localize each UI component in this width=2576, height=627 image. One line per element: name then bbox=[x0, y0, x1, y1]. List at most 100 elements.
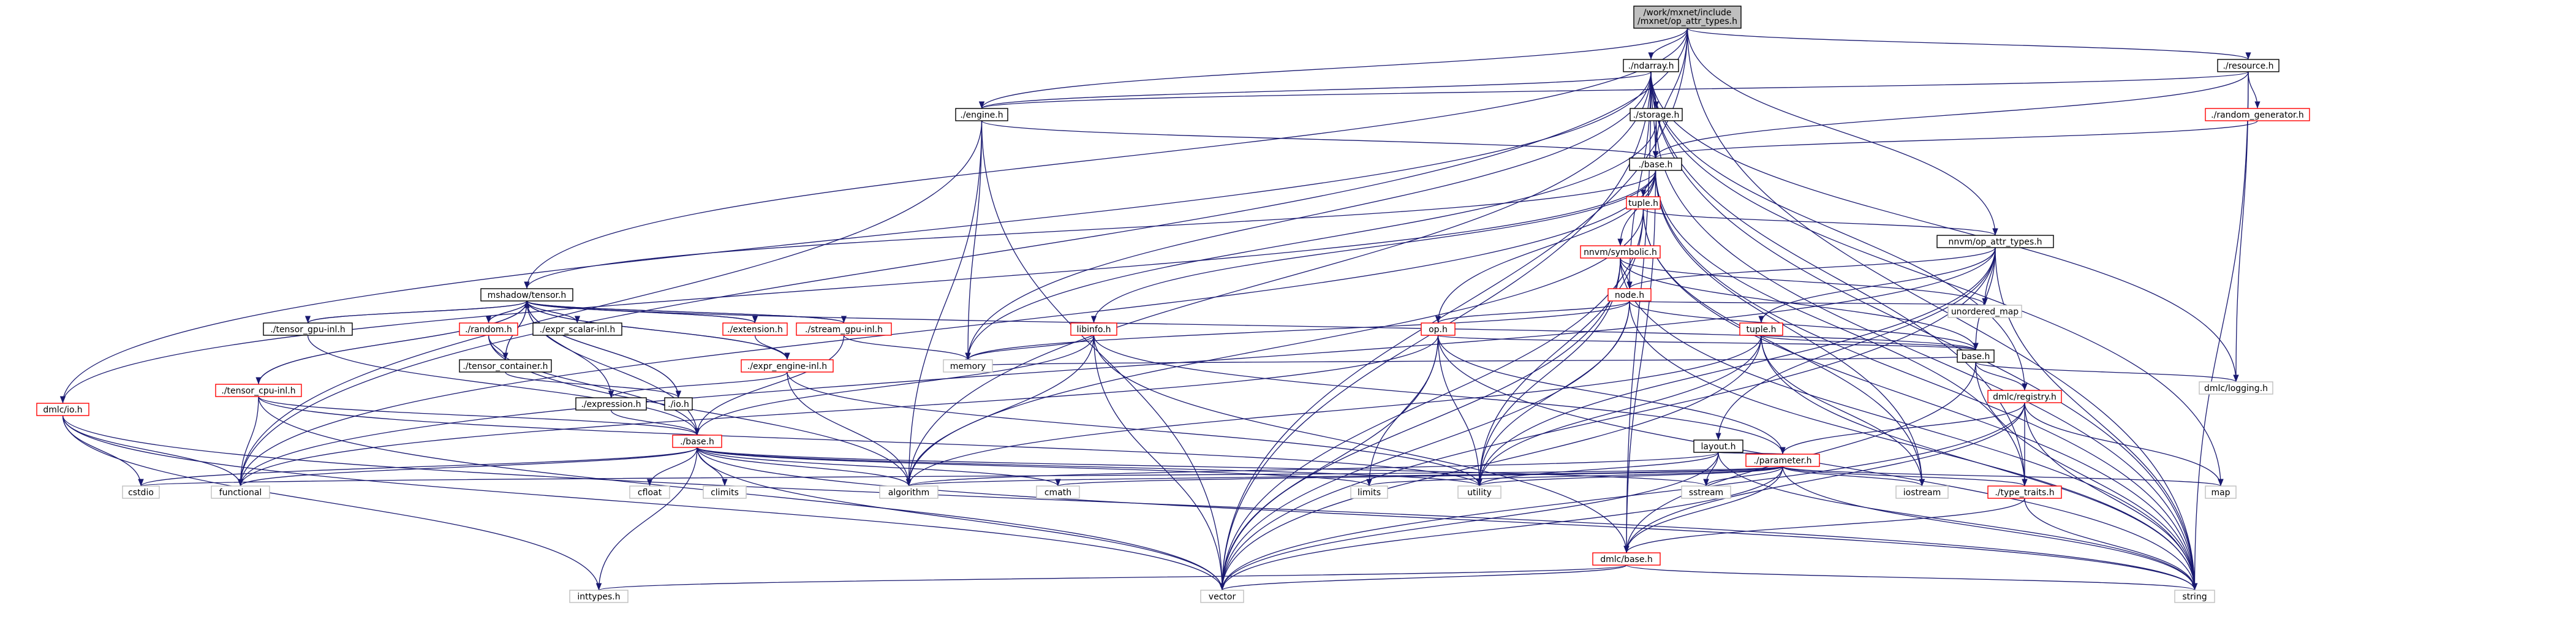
node-io[interactable]: ./io.h bbox=[664, 397, 693, 411]
node-stream-gpu-inl[interactable]: ./stream_gpu-inl.h bbox=[796, 322, 892, 336]
edge-base_msh-to-utility bbox=[697, 447, 1483, 487]
edge-root-to-resource bbox=[1686, 28, 2251, 60]
node-root[interactable]: /work/mxnet/include/mxnet/op_attr_types.… bbox=[1633, 6, 1742, 29]
node-tensor-container[interactable]: ./tensor_container.h bbox=[459, 359, 552, 373]
node-climits[interactable]: climits bbox=[703, 485, 747, 499]
node-expr-scalar-inl[interactable]: ./expr_scalar-inl.h bbox=[532, 322, 622, 336]
node-storage[interactable]: ./storage.h bbox=[1630, 108, 1683, 121]
node-map[interactable]: map bbox=[2205, 485, 2237, 499]
node-dmlc-logging[interactable]: dmlc/logging.h bbox=[2199, 381, 2273, 395]
edge-tensor_cpu_inl-to-base_msh bbox=[258, 396, 700, 436]
edge-tuple_b-to-vector bbox=[1219, 335, 1762, 591]
edge-base_msh-to-string bbox=[697, 447, 2197, 591]
edge-base_msh-to-limits bbox=[697, 447, 1372, 487]
node-nnvm-symbolic[interactable]: nnvm/symbolic.h bbox=[1580, 245, 1661, 259]
node-label: ./parameter.h bbox=[1753, 456, 1811, 466]
node-base-mx[interactable]: ./base.h bbox=[1629, 158, 1682, 171]
node-ndarray[interactable]: ./ndarray.h bbox=[1623, 59, 1679, 72]
node-tensor-gpu-inl[interactable]: ./tensor_gpu-inl.h bbox=[263, 322, 353, 336]
node-label: ./type_traits.h bbox=[1995, 488, 2054, 498]
edge-ndarray-to-engine bbox=[979, 71, 1652, 109]
node-label: iostream bbox=[1903, 488, 1941, 498]
node-dmlc-io[interactable]: dmlc/io.h bbox=[36, 403, 89, 416]
node-memory[interactable]: memory bbox=[943, 359, 993, 373]
node-mshadow-tensor[interactable]: mshadow/tensor.h bbox=[480, 288, 573, 302]
node-parameter[interactable]: ./parameter.h bbox=[1745, 454, 1820, 467]
node-label: dmlc/base.h bbox=[1600, 555, 1653, 564]
edge-parameter-to-string bbox=[1782, 466, 2198, 591]
node-tensor-cpu-inl[interactable]: ./tensor_cpu-inl.h bbox=[215, 384, 302, 397]
node-expr-engine-inl[interactable]: ./expr_engine-inl.h bbox=[741, 359, 834, 373]
node-resource[interactable]: ./resource.h bbox=[2217, 59, 2279, 72]
edge-dmlc_io-to-string bbox=[62, 415, 2197, 591]
node-box bbox=[955, 108, 1008, 121]
node-inttypes[interactable]: inttypes.h bbox=[569, 590, 629, 603]
node-label: libinfo.h bbox=[1077, 325, 1111, 335]
node-iostream[interactable]: iostream bbox=[1895, 485, 1949, 499]
node-label: climits bbox=[711, 488, 739, 498]
node-node[interactable]: node.h bbox=[1607, 288, 1652, 302]
node-utility[interactable]: utility bbox=[1457, 485, 1501, 499]
node-box bbox=[2199, 381, 2273, 395]
edge-ndarray-to-type_traits bbox=[1650, 71, 2028, 487]
edge-expression-to-base_msh bbox=[610, 409, 700, 436]
edge-parameter-to-cmath bbox=[1056, 466, 1783, 487]
node-box bbox=[215, 384, 302, 397]
edge-base_nnvm-to-memory bbox=[966, 355, 1976, 367]
node-box bbox=[2217, 59, 2279, 72]
edge-root-to-engine bbox=[979, 28, 1688, 109]
node-nnvm-op-attr[interactable]: nnvm/op_attr_types.h bbox=[1936, 235, 2054, 248]
node-base-nnvm[interactable]: base.h bbox=[1957, 349, 1995, 363]
edge-ndarray-to-dmlc_logging bbox=[1650, 71, 2239, 382]
node-label: tuple.h bbox=[1628, 199, 1658, 208]
node-tuple-a[interactable]: tuple.h bbox=[1626, 196, 1661, 210]
edge-base_msh-to-vector bbox=[697, 447, 1225, 591]
node-cmath[interactable]: cmath bbox=[1036, 485, 1080, 499]
node-type-traits[interactable]: ./type_traits.h bbox=[1987, 485, 2062, 499]
edge-nnvm_op_attr-to-functional bbox=[237, 247, 1996, 487]
node-tuple-b[interactable]: tuple.h bbox=[1739, 322, 1783, 336]
node-random[interactable]: ./random.h bbox=[459, 322, 518, 336]
edge-random-to-mshadow_tensor bbox=[488, 300, 530, 324]
node-box bbox=[1957, 349, 1995, 363]
node-box bbox=[1350, 485, 1388, 499]
node-sstream[interactable]: sstream bbox=[1681, 485, 1731, 499]
edge-resource-to-engine bbox=[979, 71, 2249, 109]
node-vector[interactable]: vector bbox=[1200, 590, 1244, 603]
edge-random_generator-to-base_mx bbox=[1653, 120, 2258, 159]
edge-dmlc_io-to-functional bbox=[62, 415, 244, 487]
node-label: op.h bbox=[1429, 325, 1448, 335]
node-extension[interactable]: ./extension.h bbox=[722, 322, 788, 336]
edge-tuple_b-to-iostream bbox=[1761, 335, 1925, 487]
node-base-msh[interactable]: ./base.h bbox=[672, 435, 722, 448]
node-label: unordered_map bbox=[1951, 307, 2019, 317]
node-functional[interactable]: functional bbox=[211, 485, 270, 499]
node-label: ./base.h bbox=[680, 437, 714, 447]
node-algorithm[interactable]: algorithm bbox=[879, 485, 939, 499]
node-layout[interactable]: layout.h bbox=[1693, 439, 1743, 453]
node-expression[interactable]: ./expression.h bbox=[575, 397, 647, 411]
node-unordered-map[interactable]: unordered_map bbox=[1947, 305, 2022, 318]
node-dmlc-base[interactable]: dmlc/base.h bbox=[1592, 552, 1661, 566]
node-cfloat[interactable]: cfloat bbox=[629, 485, 670, 499]
node-label: functional bbox=[219, 488, 262, 498]
edge-mshadow_tensor-to-expression bbox=[526, 300, 614, 398]
edge-ndarray-to-dmlc_io bbox=[59, 71, 1652, 404]
edge-nnvm_op_attr-to-utility bbox=[1476, 247, 1996, 487]
node-limits[interactable]: limits bbox=[1350, 485, 1388, 499]
node-engine[interactable]: ./engine.h bbox=[955, 108, 1008, 121]
node-dmlc-registry[interactable]: dmlc/registry.h bbox=[1987, 390, 2062, 403]
node-cstdio[interactable]: cstdio bbox=[122, 485, 160, 499]
node-libinfo[interactable]: libinfo.h bbox=[1070, 322, 1117, 336]
edge-base_msh-to-algorithm bbox=[697, 447, 912, 487]
node-op[interactable]: op.h bbox=[1421, 322, 1456, 336]
node-box bbox=[1421, 322, 1456, 336]
edge-base_msh-to-sstream bbox=[697, 447, 1709, 487]
node-random-generator[interactable]: ./random_generator.h bbox=[2205, 108, 2310, 121]
edge-libinfo-to-dmlc_base bbox=[1093, 335, 1630, 553]
node-label: ./ndarray.h bbox=[1628, 61, 1674, 71]
edge-tensor_cpu_inl-to-functional bbox=[237, 396, 259, 487]
node-string[interactable]: string bbox=[2174, 590, 2215, 603]
node-box bbox=[664, 397, 693, 411]
edge-type_traits-to-dmlc_base bbox=[1623, 498, 2025, 553]
